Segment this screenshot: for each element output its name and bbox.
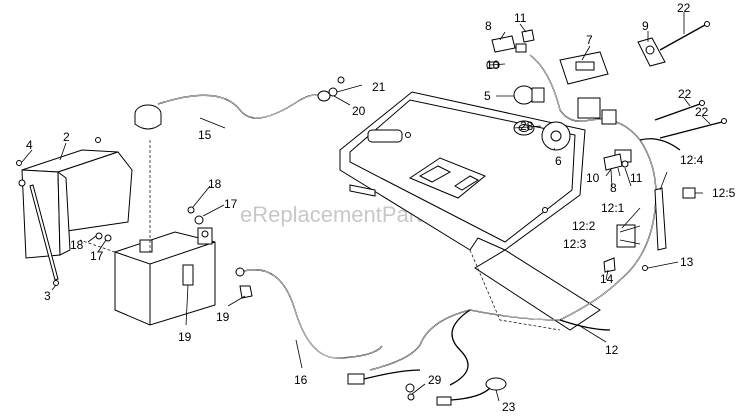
callout-22-top: 22 [677, 1, 691, 15]
callout-12-2: 12:2 [572, 219, 596, 233]
callout-16: 16 [294, 373, 308, 387]
rod-end [53, 280, 59, 286]
wire-22-mid [654, 100, 705, 121]
callout-10-lower: 10 [586, 171, 600, 185]
component-11-lower [621, 160, 629, 168]
callout-11-top: 11 [514, 11, 527, 25]
component-6 [541, 121, 571, 151]
callout-8-lower: 8 [610, 181, 617, 195]
callout-28: 28 [520, 119, 534, 133]
callout-11-lower: 11 [630, 171, 643, 185]
wire-22-top [659, 21, 710, 51]
callout-12: 12 [605, 343, 619, 357]
callout-15: 15 [198, 128, 212, 142]
callout-9: 9 [642, 19, 649, 33]
callout-14: 14 [600, 272, 614, 286]
callout-19-nut: 19 [216, 310, 230, 324]
callout-3: 3 [44, 289, 51, 303]
callout-7: 7 [586, 33, 593, 47]
callout-12-5: 12:5 [712, 186, 736, 200]
callout-13: 13 [680, 255, 694, 269]
callout-22-mid: 22 [678, 87, 692, 101]
callout-21: 21 [372, 80, 386, 94]
callout-2: 2 [63, 130, 70, 144]
wire-22-low [659, 118, 727, 139]
component-8-lower [603, 153, 623, 171]
hold-down-rod [29, 184, 59, 281]
callout-18-upper: 18 [208, 177, 222, 191]
hour-meter-item-5 [513, 85, 545, 105]
cable-item-16 [235, 267, 383, 359]
callout-12-3: 12:3 [563, 237, 587, 251]
callout-17-lower: 17 [90, 249, 104, 263]
bolt-item-4 [16, 137, 101, 187]
callout-12-4: 12:4 [680, 153, 704, 167]
component-14 [603, 257, 616, 273]
leader-lines [21, 12, 711, 402]
cable-item-15 [134, 76, 345, 130]
component-8-top [491, 35, 527, 53]
callout-5: 5 [484, 89, 491, 103]
battery-hardware [95, 206, 253, 299]
callout-labels: 4 2 3 15 21 20 18 17 18 17 19 19 16 5 6 … [26, 1, 736, 414]
callout-8-top: 8 [485, 19, 492, 33]
callout-23: 23 [502, 400, 516, 414]
callout-20: 20 [352, 104, 366, 118]
callout-17-upper: 17 [224, 197, 238, 211]
key-switch-item-7 [559, 51, 609, 85]
battery [79, 140, 216, 326]
component-11-top [521, 29, 535, 43]
callout-22-low: 22 [695, 105, 709, 119]
component-9 [637, 37, 666, 67]
callout-4: 4 [26, 138, 33, 152]
callout-6: 6 [555, 154, 562, 168]
callout-19-battery: 19 [178, 330, 192, 344]
callout-29: 29 [428, 373, 442, 387]
callout-10-top: 10 [486, 58, 500, 72]
wire-harness-item-12 [347, 54, 696, 406]
callout-12-1: 12:1 [601, 201, 625, 215]
tie-29 [407, 393, 415, 401]
screw-13 [642, 265, 648, 271]
callout-18-lower: 18 [70, 238, 84, 252]
